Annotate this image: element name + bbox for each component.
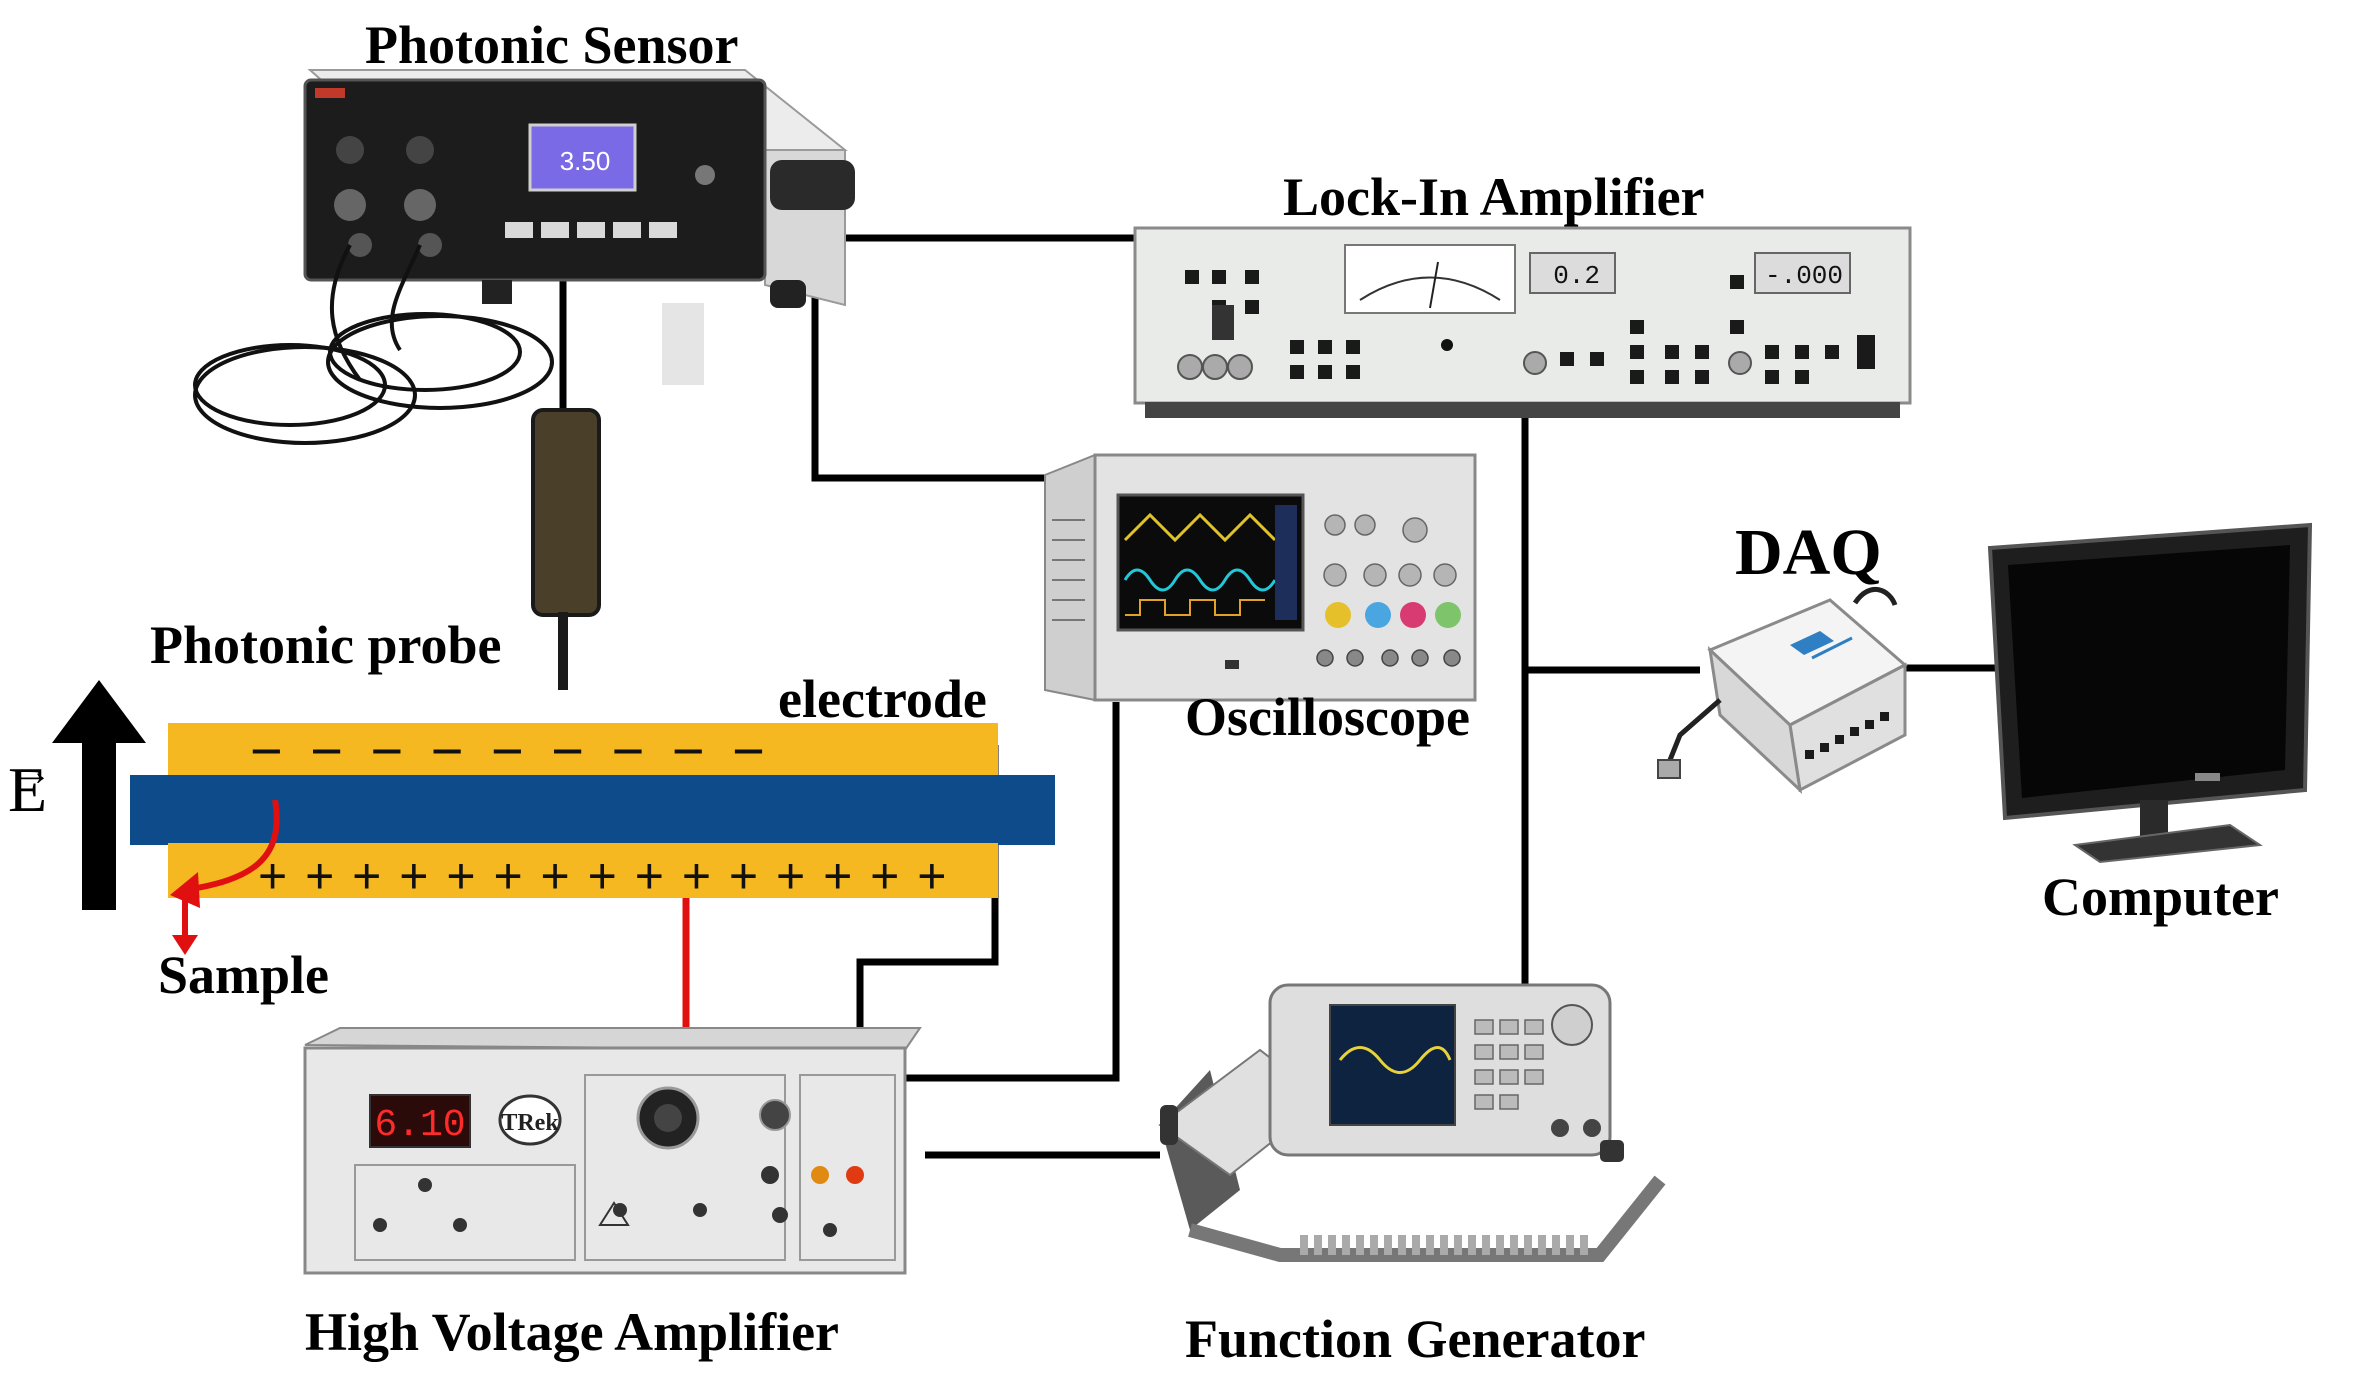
label-electrode: electrode xyxy=(778,669,987,729)
sample-arrow xyxy=(184,799,280,893)
wire-sensor-oscilloscope xyxy=(811,270,1050,482)
top-electrode xyxy=(168,723,998,778)
positive-charges: + + + + + + + + + + + + + + + xyxy=(258,848,948,904)
label-high-voltage-amplifier: High Voltage Amplifier xyxy=(305,1302,840,1362)
label-e-field: →E xyxy=(8,749,52,825)
label-photonic-sensor: Photonic Sensor xyxy=(365,15,739,75)
label-function-generator: Function Generator xyxy=(1185,1309,1646,1369)
negative-charges: − − − − − − − − − xyxy=(250,719,771,782)
label-lock-in-amplifier: Lock-In Amplifier xyxy=(1283,167,1705,227)
hv-display-value: 6.10 xyxy=(374,1104,465,1147)
label-photonic-probe: Photonic probe xyxy=(150,615,502,675)
e-field-arrow xyxy=(52,680,146,910)
lock-in-amplifier-device: 0.2 -.000 xyxy=(1133,226,1912,418)
photonic-probe xyxy=(531,408,601,690)
sensor-display-value: 3.50 xyxy=(560,146,611,176)
sample-layer xyxy=(130,775,1055,845)
bottom-electrode xyxy=(168,843,998,898)
label-computer: Computer xyxy=(2042,867,2279,927)
hv-brand-logo: TRek xyxy=(501,1110,559,1136)
oscilloscope-device xyxy=(1044,453,1477,702)
wire-oscilloscope-hvamp xyxy=(900,702,1120,1082)
electrode-sample-assembly: − − − − − − − − − + + + + + + + + + + + … xyxy=(130,719,1055,955)
high-voltage-amplifier-device: 6.10 TRek xyxy=(303,1027,922,1275)
photonic-sensor-device: 3.50 xyxy=(193,69,855,445)
lockin-meter-left: 0.2 xyxy=(1553,261,1600,291)
label-sample: Sample xyxy=(158,945,330,1005)
lockin-meter-right: -.000 xyxy=(1765,261,1843,291)
label-daq: DAQ xyxy=(1735,516,1882,589)
function-generator-device xyxy=(1158,983,1666,1262)
computer-device xyxy=(1987,522,2313,864)
daq-device xyxy=(1657,586,1908,795)
label-oscilloscope: Oscilloscope xyxy=(1185,687,1470,747)
